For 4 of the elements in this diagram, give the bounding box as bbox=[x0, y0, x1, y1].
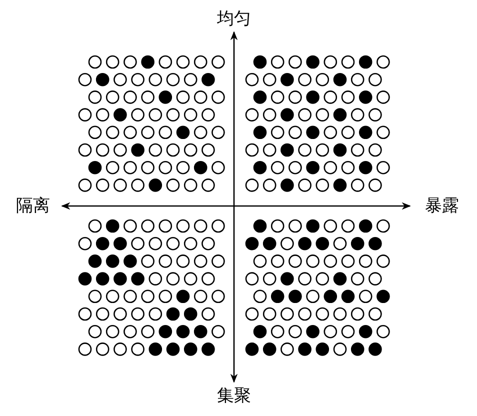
axis-label: 暴露 bbox=[425, 196, 459, 216]
axis-label: 隔离 bbox=[16, 196, 50, 216]
axis-label: 均匀 bbox=[217, 9, 251, 29]
axis-label: 集聚 bbox=[217, 386, 251, 406]
